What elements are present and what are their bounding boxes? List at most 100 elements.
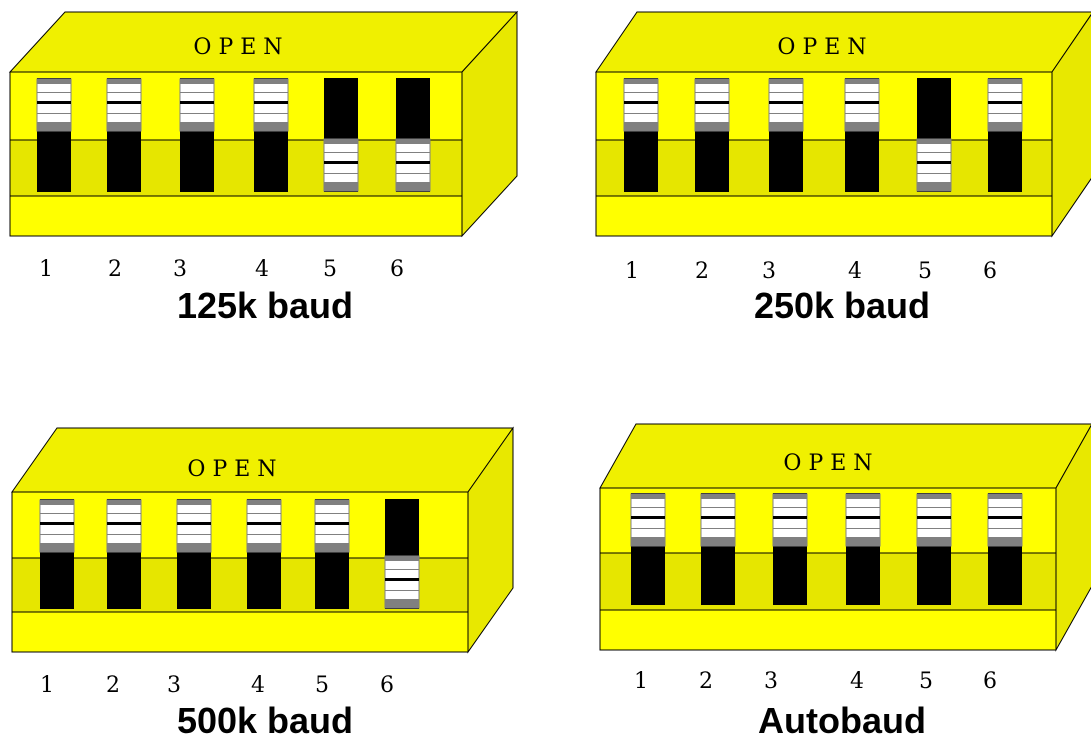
- slider-grip-line: [846, 516, 880, 519]
- dip-switch-6: [395, 78, 431, 192]
- slider-line-1: [846, 507, 880, 508]
- slider-grip-line: [917, 516, 951, 519]
- housing-front-lower: [11, 611, 469, 653]
- slider-line-1: [315, 513, 349, 514]
- switch-number-3: 3: [167, 673, 181, 698]
- dip-switch-4: [253, 78, 289, 192]
- slider-line-2: [917, 528, 951, 529]
- slider-line-2: [845, 113, 879, 114]
- slider-line-2: [107, 534, 141, 535]
- slider-grip-line: [37, 101, 71, 104]
- slider-edge-bottom: [180, 122, 214, 131]
- switch-number-3: 3: [764, 669, 778, 694]
- slider-grip-line: [988, 101, 1022, 104]
- switch-number-6: 6: [390, 257, 404, 282]
- slider-edge-top: [315, 500, 349, 505]
- slider-line-2: [988, 528, 1022, 529]
- slider-line-2: [247, 534, 281, 535]
- dip-switch-3: [176, 499, 212, 609]
- slider-edge-top: [773, 494, 807, 499]
- slider-grip-line: [385, 578, 419, 581]
- slider-edge-bottom: [917, 182, 951, 191]
- slider-edge-bottom: [324, 182, 358, 191]
- housing-front-upper: [599, 487, 1057, 554]
- slider-line-1: [624, 92, 658, 93]
- switch-number-5: 5: [918, 259, 932, 284]
- slider-line-1: [845, 92, 879, 93]
- slider-edge-top: [180, 79, 214, 84]
- dip-switch-1: [39, 499, 75, 609]
- slider-edge-bottom: [624, 122, 658, 131]
- housing-front-upper: [9, 71, 463, 141]
- switch-number-6: 6: [983, 669, 997, 694]
- switch-number-3: 3: [762, 259, 776, 284]
- slider-line-1: [385, 569, 419, 570]
- slider-line-1: [917, 152, 951, 153]
- dip-switch-6: [987, 493, 1023, 605]
- slider-edge-top: [631, 494, 665, 499]
- housing-front-lower: [599, 609, 1057, 651]
- slider-grip-line: [247, 522, 281, 525]
- dip-switch-2: [700, 493, 736, 605]
- slider-edge-top: [177, 500, 211, 505]
- slider-line-1: [769, 92, 803, 93]
- slider-edge-top: [385, 556, 419, 561]
- housing-front-lower: [9, 195, 463, 237]
- slider-edge-bottom: [917, 537, 951, 546]
- slider-edge-top: [254, 79, 288, 84]
- slider-line-2: [396, 173, 430, 174]
- switch-number-4: 4: [848, 259, 862, 284]
- baud-caption: Autobaud: [758, 700, 926, 740]
- slider-line-1: [631, 507, 665, 508]
- switch-number-2: 2: [695, 259, 709, 284]
- slider-edge-top: [988, 79, 1022, 84]
- slider-grip-line: [396, 161, 430, 164]
- slider-line-1: [396, 152, 430, 153]
- slider-line-2: [37, 113, 71, 114]
- slider-grip-line: [40, 522, 74, 525]
- housing-front-band: [9, 139, 463, 197]
- slider-grip-line: [315, 522, 349, 525]
- slider-line-1: [107, 513, 141, 514]
- slider-line-2: [180, 113, 214, 114]
- slider-edge-top: [917, 494, 951, 499]
- slider-grip-line: [624, 101, 658, 104]
- baud-caption: 250k baud: [754, 285, 930, 326]
- dip-switch-3: [772, 493, 808, 605]
- slider-edge-top: [917, 139, 951, 144]
- slider-edge-top: [845, 79, 879, 84]
- slider-edge-bottom: [988, 122, 1022, 131]
- dip-switch-3: [768, 78, 804, 192]
- switch-number-3: 3: [173, 257, 187, 282]
- slider-edge-bottom: [315, 543, 349, 552]
- dip-switch-6: [384, 499, 420, 609]
- slider-line-2: [846, 528, 880, 529]
- switch-number-1: 1: [625, 259, 639, 284]
- slider-line-2: [631, 528, 665, 529]
- open-label: O P E N: [193, 35, 282, 60]
- slider-line-1: [247, 513, 281, 514]
- dip-switch-4: [246, 499, 282, 609]
- slider-line-2: [917, 173, 951, 174]
- slider-line-1: [773, 507, 807, 508]
- baud-caption: 125k baud: [177, 285, 353, 326]
- slider-grip-line: [324, 161, 358, 164]
- slider-line-1: [107, 92, 141, 93]
- slider-grip-line: [988, 516, 1022, 519]
- housing-front-band: [595, 139, 1053, 197]
- slider-line-2: [624, 113, 658, 114]
- slider-line-2: [773, 528, 807, 529]
- switch-number-2: 2: [106, 673, 120, 698]
- housing-front-band: [599, 552, 1057, 611]
- slider-line-2: [107, 113, 141, 114]
- dip-switch-5: [314, 499, 350, 609]
- slider-grip-line: [107, 101, 141, 104]
- slider-line-1: [180, 92, 214, 93]
- slider-edge-top: [324, 139, 358, 144]
- slider-grip-line: [773, 516, 807, 519]
- slider-line-1: [695, 92, 729, 93]
- slider-line-1: [324, 152, 358, 153]
